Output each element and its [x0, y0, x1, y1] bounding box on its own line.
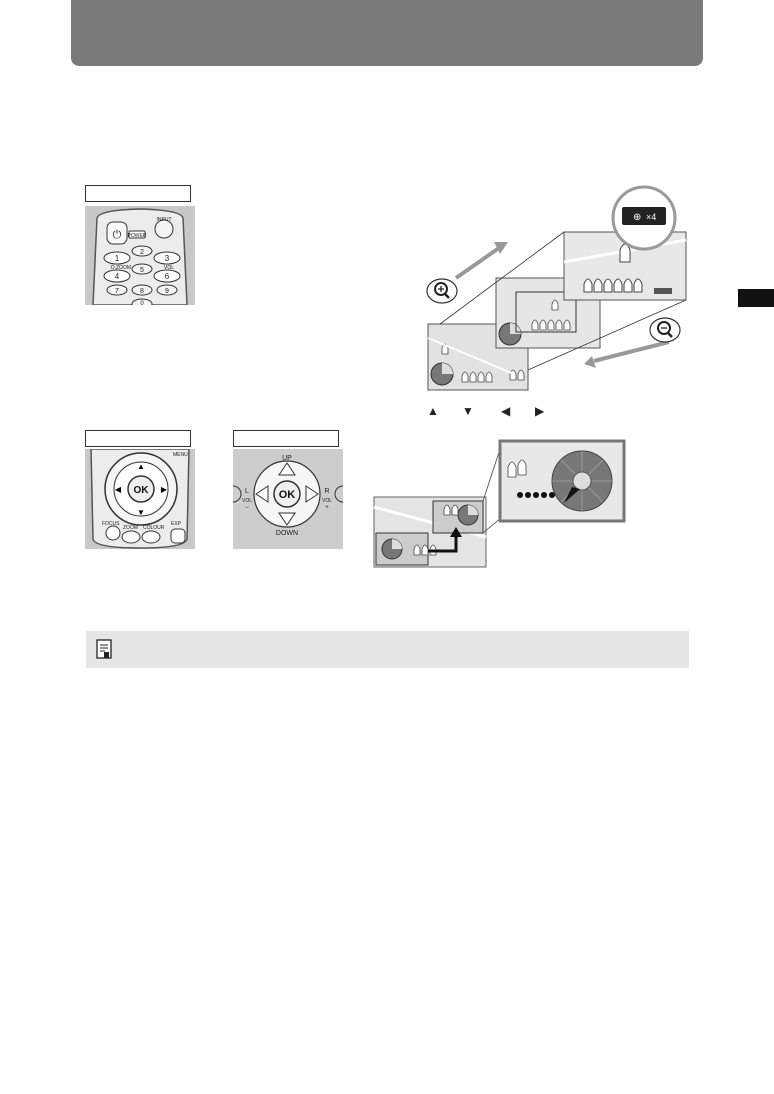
panel-right-sign: + — [325, 505, 329, 511]
panel-ok-key[interactable]: OK — [279, 489, 296, 501]
key-2[interactable]: 2 — [140, 249, 144, 256]
remote-photo-top: ⏻ POWER INPUT 1 2 3 D.ZOOM 4 5 VOL 6 7 8… — [85, 206, 195, 305]
svg-text:◀: ◀ — [115, 485, 122, 494]
remote-photo-bottom: OK ▲ ▼ ◀ ▶ MENU FOCUS ZOOM COLOUR EXP — [85, 449, 195, 549]
panel-left-vol: VOL — [242, 498, 252, 504]
remote-label-2 — [85, 430, 191, 447]
key-0[interactable]: 0 — [140, 301, 144, 305]
note-box — [86, 631, 689, 668]
power-label: POWER — [128, 233, 147, 239]
arrow-down: ▼ — [462, 404, 474, 418]
panel-left-l: L — [245, 488, 249, 495]
zoom-in-icon — [426, 278, 458, 304]
svg-text:⊕: ⊕ — [633, 212, 641, 223]
svg-text:▲: ▲ — [137, 462, 145, 471]
arrow-up: ▲ — [427, 404, 439, 418]
svg-text:⏻: ⏻ — [113, 229, 122, 241]
key-5[interactable]: 5 — [140, 267, 144, 274]
panel-label — [233, 430, 339, 447]
colour-label: COLOUR — [143, 525, 165, 531]
focus-label: FOCUS — [102, 521, 120, 527]
arrow-left: ◀ — [501, 404, 511, 418]
input-label: INPUT — [157, 217, 172, 223]
panel-left-sign: − — [245, 505, 249, 511]
key-1[interactable]: 1 — [115, 254, 120, 263]
remote-label — [85, 185, 191, 202]
panel-up-label: UP — [282, 455, 292, 462]
key-4[interactable]: 4 — [115, 272, 120, 281]
vol-label: VOL — [164, 265, 174, 271]
svg-text:▼: ▼ — [137, 508, 145, 517]
arrow-right: ▶ — [535, 404, 545, 418]
zoom-label: ZOOM — [123, 525, 138, 531]
key-3[interactable]: 3 — [165, 254, 170, 263]
d-zoom-label: D.ZOOM — [111, 265, 131, 271]
ok-key[interactable]: OK — [134, 485, 150, 496]
key-7[interactable]: 7 — [115, 288, 119, 295]
header-bar — [71, 0, 703, 66]
key-9[interactable]: 9 — [165, 288, 169, 295]
pan-illustration — [372, 437, 634, 569]
zoom-illustration: ⊕ ×4 — [414, 184, 690, 394]
exp-label: EXP — [171, 521, 182, 527]
zoom-out-icon — [649, 317, 681, 343]
panel-photo: OK UP DOWN L VOL − R VOL + — [233, 449, 343, 549]
svg-text:▶: ▶ — [161, 485, 168, 494]
key-6[interactable]: 6 — [165, 272, 170, 281]
panel-right-r: R — [324, 488, 329, 495]
panel-down-label: DOWN — [276, 530, 298, 537]
zoom-badge: ×4 — [646, 212, 656, 222]
side-tab — [738, 289, 774, 307]
menu-label: MENU — [173, 452, 188, 458]
key-8[interactable]: 8 — [140, 288, 144, 295]
note-icon — [96, 639, 112, 659]
panel-right-vol: VOL — [322, 498, 332, 504]
